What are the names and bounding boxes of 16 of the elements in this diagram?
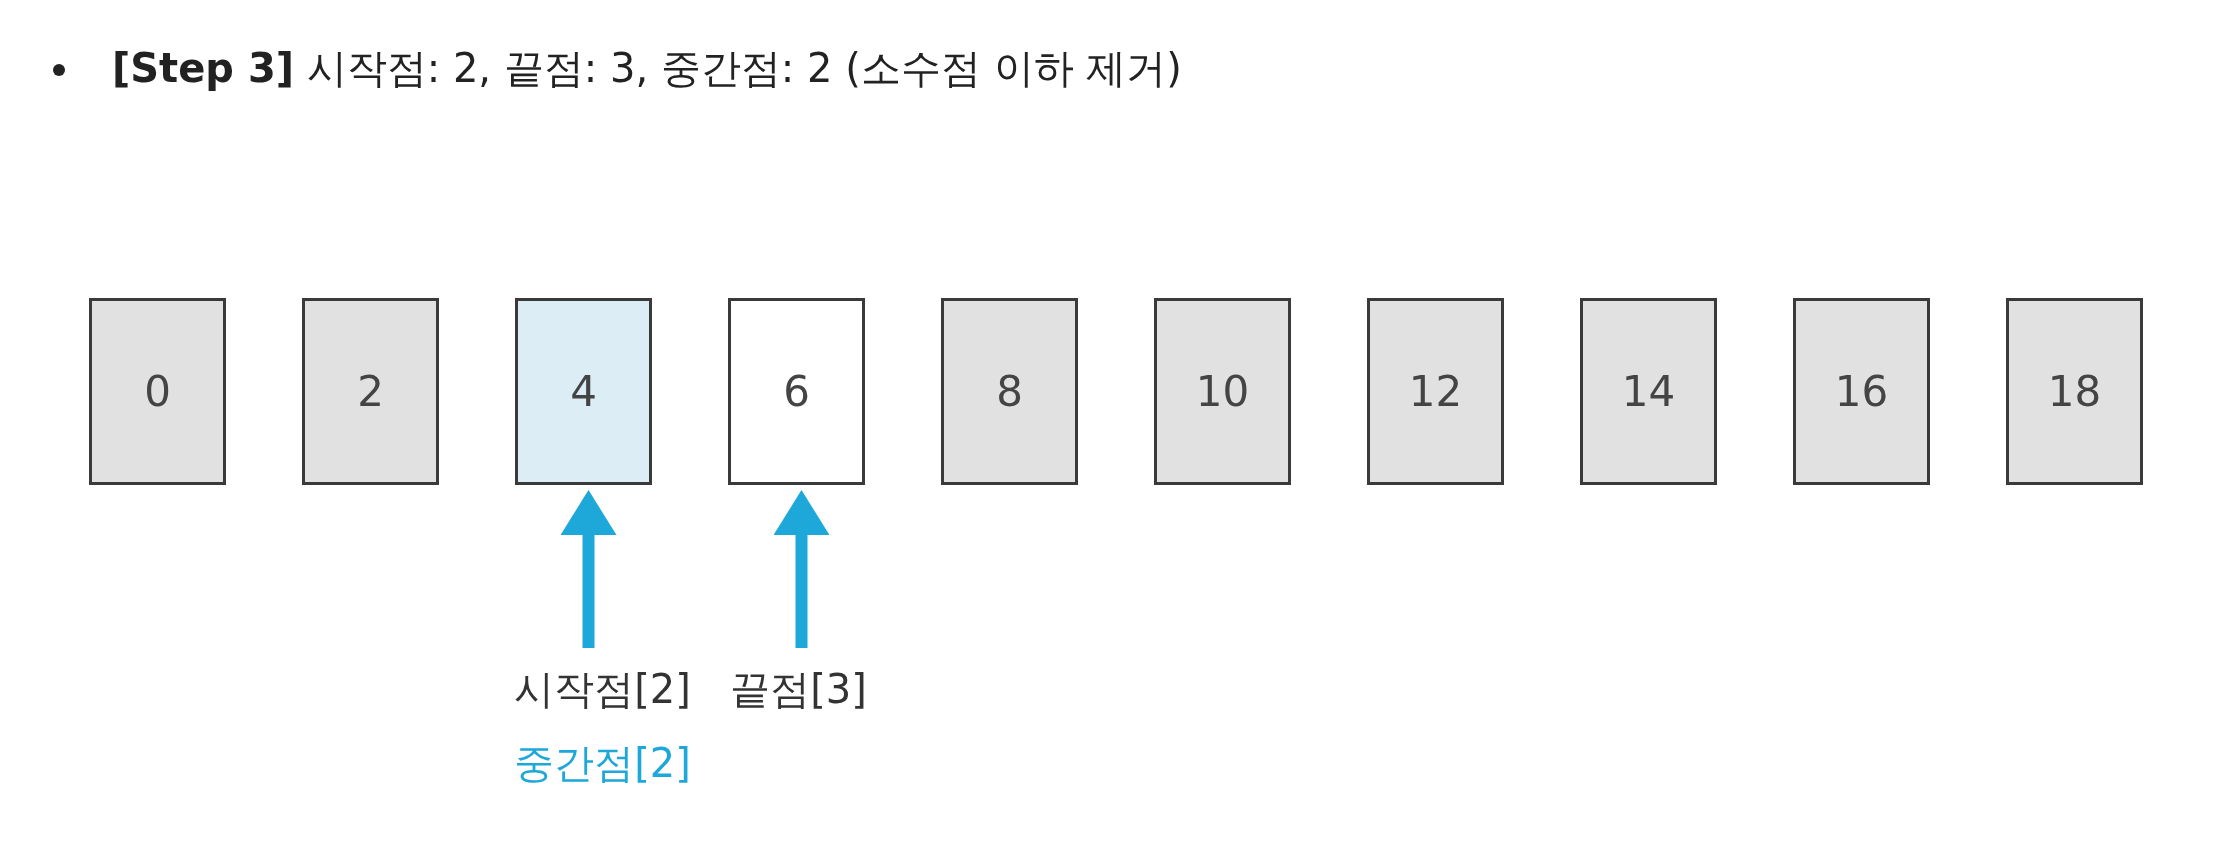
number-box: 8	[941, 298, 1078, 485]
number-box: 12	[1367, 298, 1504, 485]
number-box: 4	[515, 298, 652, 485]
pointer-label: 중간점[2]	[514, 739, 691, 788]
number-box: 0	[89, 298, 226, 485]
number-box: 14	[1580, 298, 1717, 485]
number-box: 10	[1154, 298, 1291, 485]
number-box: 6	[728, 298, 865, 485]
number-box: 2	[302, 298, 439, 485]
arrow	[773, 490, 830, 648]
pointer-label: 시작점[2]	[514, 665, 691, 714]
number-box: 18	[2006, 298, 2143, 485]
arrow	[560, 490, 617, 648]
number-box: 16	[1793, 298, 1930, 485]
pointer-label: 끝점[3]	[730, 665, 867, 714]
title: [Step 3] 시작점: 2, 끝점: 3, 중간점: 2 (소수점 이하 제거)	[112, 44, 1182, 93]
